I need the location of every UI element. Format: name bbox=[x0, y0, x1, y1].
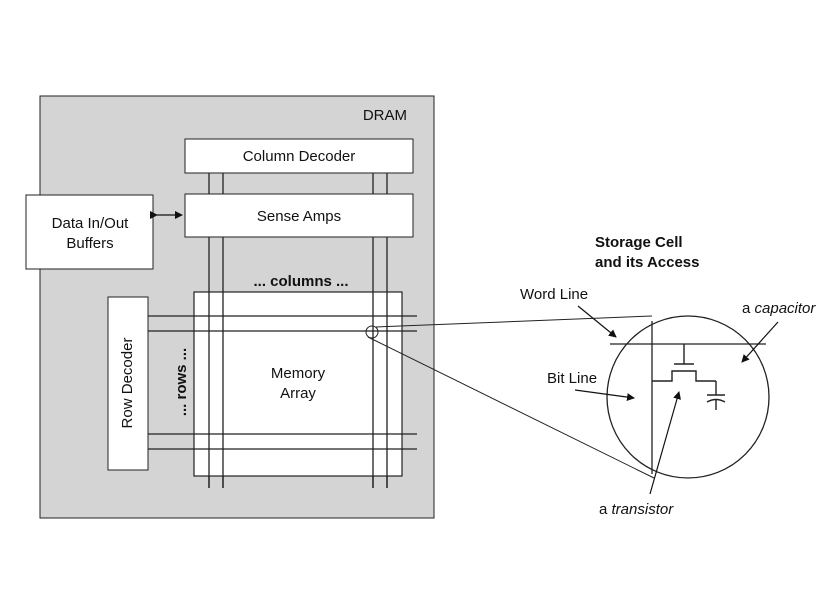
capacitor-label: a capacitor bbox=[742, 300, 816, 317]
transistor-symbol bbox=[652, 344, 716, 382]
data-buffers-label-2: Buffers bbox=[66, 235, 113, 252]
row-decoder bbox=[107, 296, 149, 471]
capacitor-symbol bbox=[706, 381, 726, 410]
memory-array-label-1: Memory bbox=[271, 365, 326, 382]
sense-amps-label: Sense Amps bbox=[257, 208, 341, 225]
zoom-line-bottom bbox=[367, 336, 655, 479]
word-line-label: Word Line bbox=[520, 286, 588, 303]
data-buffers-label-1: Data In/Out bbox=[52, 215, 130, 232]
memory-array bbox=[193, 291, 403, 477]
column-decoder-label: Column Decoder bbox=[243, 148, 356, 165]
bit-line-label: Bit Line bbox=[547, 370, 597, 387]
memory-array-label-2: Array bbox=[280, 385, 316, 402]
data-buffers bbox=[25, 194, 154, 270]
sense-amps bbox=[184, 193, 414, 238]
capacitor-arrow bbox=[741, 321, 779, 363]
storage-cell-zoom bbox=[606, 315, 770, 479]
word-line-arrow bbox=[577, 305, 617, 338]
column-decoder bbox=[184, 138, 414, 174]
storage-cell-title-2: and its Access bbox=[595, 254, 700, 271]
selected-cell-marker bbox=[365, 325, 379, 339]
row-decoder-label: Row Decoder bbox=[119, 338, 136, 429]
rows-label: ... rows ... bbox=[173, 348, 190, 416]
array-grid-lines bbox=[208, 292, 388, 488]
storage-cell-title-1: Storage Cell bbox=[595, 234, 683, 251]
bit-line-arrow bbox=[574, 389, 635, 402]
row-lines bbox=[148, 315, 417, 450]
transistor-label: a transistor bbox=[599, 501, 674, 518]
columns-label: ... columns ... bbox=[253, 273, 348, 290]
transistor-arrow bbox=[649, 391, 681, 495]
dram-title: DRAM bbox=[363, 107, 407, 124]
zoom-line-top bbox=[375, 315, 653, 328]
